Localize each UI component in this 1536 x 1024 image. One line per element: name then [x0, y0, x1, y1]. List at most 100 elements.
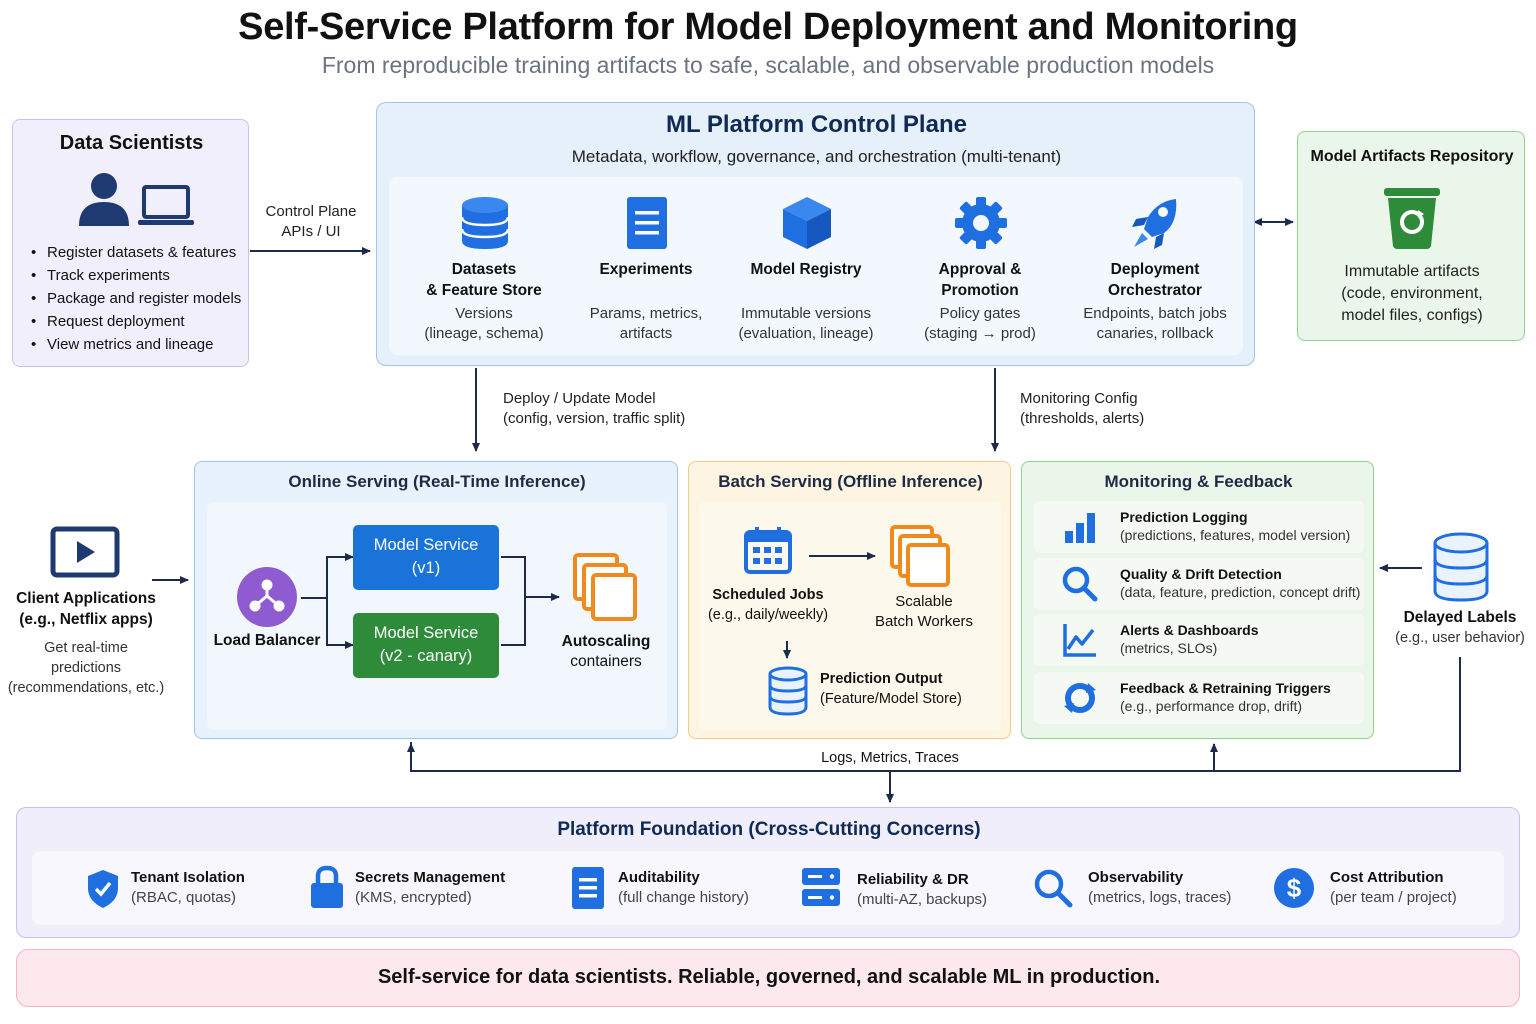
monitoring-item-alerts: Alerts & Dashboards (metrics, SLOs)	[1034, 614, 1364, 666]
online-serving-box: Online Serving (Real-Time Inference) Loa…	[194, 461, 678, 739]
shield-icon	[88, 870, 118, 908]
component-name: Datasets & Feature Store	[399, 259, 569, 301]
edge-label-line: (thresholds, alerts)	[1020, 410, 1145, 427]
component-model-registry: Model Registry Immutable versions (evalu…	[721, 177, 891, 355]
artifacts-repository-box: Model Artifacts Repository Immutable art…	[1297, 131, 1525, 341]
component-desc: Versions (lineage, schema)	[399, 304, 569, 344]
component-experiments: Experiments Params, metrics, artifacts	[561, 177, 731, 355]
task-item: View metrics and lineage	[31, 333, 251, 356]
refresh-icon	[1064, 683, 1096, 713]
service-label-line: (v1)	[411, 559, 441, 577]
edge-label-line: APIs / UI	[281, 223, 341, 240]
edge-label-line: (config, version, traffic split)	[503, 410, 686, 427]
batch-serving-box: Batch Serving (Offline Inference) Sc	[688, 461, 1011, 739]
foundation-item-name: Auditability	[618, 869, 700, 886]
service-label-line: Model Service	[373, 624, 479, 642]
foundation-items: Tenant Isolation (RBAC, quotas) Secrets …	[32, 851, 1504, 925]
magnifier-icon	[1034, 869, 1073, 908]
client-apps-desc: Get real-time predictions (recommendatio…	[0, 638, 172, 698]
monitoring-item-desc: (predictions, features, model version)	[1120, 527, 1351, 543]
label-line: Prediction Output	[820, 671, 943, 687]
bucket-icon	[1384, 188, 1440, 249]
model-service-v2-canary: Model Service (v2 - canary)	[353, 613, 499, 678]
batch-serving-title: Batch Serving (Offline Inference)	[718, 472, 983, 491]
edge-label-control-plane-api: Control Plane APIs / UI	[252, 202, 370, 242]
artifacts-desc: Immutable artifacts (code, environment, …	[1298, 261, 1526, 327]
scheduled-jobs-label: Scheduled Jobs (e.g., daily/weekly)	[699, 585, 837, 625]
title-line: Client Applications	[16, 590, 156, 607]
label-line: containers	[570, 653, 642, 670]
desc-line: (code, environment,	[1341, 285, 1483, 302]
platform-foundation-box: Platform Foundation (Cross-Cutting Conce…	[16, 807, 1520, 938]
label-line: Batch Workers	[874, 613, 974, 630]
desc-line: Policy gates	[939, 305, 1021, 322]
foundation-item-cost: $ Cost Attribution (per team / project)	[1273, 851, 1483, 925]
desc-line: Params, metrics,	[589, 305, 703, 322]
name-line: Approval &	[938, 261, 1022, 278]
service-label-line: (v2 - canary)	[379, 647, 473, 665]
edge-label-telemetry: Logs, Metrics, Traces	[790, 750, 990, 766]
edge-label-line: Deploy / Update Model	[503, 390, 656, 407]
label-line: (Feature/Model Store)	[820, 691, 962, 707]
model-service-v1: Model Service (v1)	[353, 525, 499, 590]
person-icon	[79, 173, 129, 226]
desc-line: predictions	[50, 660, 122, 676]
edge-label-deploy: Deploy / Update Model (config, version, …	[503, 389, 685, 429]
task-item: Request deployment	[31, 310, 251, 333]
foundation-item-desc: (KMS, encrypted)	[355, 889, 472, 906]
control-plane-box: ML Platform Control Plane Metadata, work…	[376, 102, 1255, 366]
line-chart-icon	[1063, 624, 1096, 657]
edge-label-monitoring-config: Monitoring Config (thresholds, alerts)	[1020, 389, 1144, 429]
monitoring-item-desc: (data, feature, prediction, concept drif…	[1120, 584, 1361, 600]
monitoring-feedback-box: Monitoring & Feedback Prediction Logging…	[1021, 461, 1374, 739]
delayed-labels-title: Delayed Labels	[1403, 609, 1517, 626]
label-line: Scalable	[895, 593, 953, 610]
database-icon	[768, 666, 808, 716]
laptop-icon	[138, 185, 194, 225]
bar-chart-icon	[1065, 513, 1095, 543]
task-item: Register datasets & features	[31, 241, 251, 264]
foundation-item-desc: (full change history)	[618, 889, 749, 906]
cube-icon	[783, 197, 831, 249]
service-label-line: Model Service	[373, 536, 479, 554]
edge-label-line: Control Plane	[265, 203, 357, 220]
document-icon	[627, 197, 667, 249]
summary-banner-text: Self-service for data scientists. Reliab…	[377, 966, 1161, 988]
foundation-item-name: Cost Attribution	[1330, 869, 1444, 886]
component-desc: Policy gates (staging → prod)	[895, 304, 1065, 344]
control-plane-components: Datasets & Feature Store Versions (linea…	[389, 177, 1243, 355]
desc-line: Get real-time	[44, 640, 128, 656]
foundation-item-reliability: Reliability & DR (multi-AZ, backups)	[801, 851, 1011, 925]
monitoring-item-desc: (e.g., performance drop, drift)	[1120, 698, 1303, 714]
monitoring-item-retraining: Feedback & Retraining Triggers (e.g., pe…	[1034, 672, 1364, 724]
desc-line: Endpoints, batch jobs	[1083, 305, 1227, 322]
desc-line: (lineage, schema)	[424, 325, 544, 342]
page-title: Self-Service Platform for Model Deployme…	[238, 6, 1298, 48]
foundation-item-tenant-isolation: Tenant Isolation (RBAC, quotas)	[86, 851, 286, 925]
component-name: Model Registry	[721, 259, 891, 280]
artifacts-title: Model Artifacts Repository	[1310, 148, 1514, 165]
calendar-icon	[744, 527, 792, 574]
component-approval: Approval & Promotion Policy gates (stagi…	[895, 177, 1065, 355]
online-serving-connectors	[301, 553, 560, 649]
foundation-item-desc: (RBAC, quotas)	[131, 889, 237, 906]
online-serving-title: Online Serving (Real-Time Inference)	[288, 472, 586, 491]
data-scientists-box: Data Scientists Register datasets & feat…	[12, 119, 249, 367]
summary-banner: Self-service for data scientists. Reliab…	[16, 949, 1520, 1007]
database-icon	[1433, 532, 1489, 602]
desc-line: Versions	[455, 305, 513, 322]
name-line: Promotion	[941, 282, 1019, 299]
label-line: Scheduled Jobs	[712, 587, 824, 603]
desc-line: Immutable versions	[740, 305, 872, 322]
component-datasets: Datasets & Feature Store Versions (linea…	[399, 177, 569, 355]
foundation-item-desc: (per team / project)	[1330, 889, 1457, 906]
desc-line: artifacts	[619, 325, 673, 342]
desc-line: (recommendations, etc.)	[7, 680, 165, 696]
database-icon	[460, 197, 510, 249]
foundation-item-secrets: Secrets Management (KMS, encrypted)	[310, 851, 530, 925]
foundation-item-name: Tenant Isolation	[131, 869, 245, 886]
containers-icon	[573, 553, 637, 621]
component-name: Experiments	[561, 259, 731, 280]
batch-workers-label: Scalable Batch Workers	[859, 592, 989, 632]
